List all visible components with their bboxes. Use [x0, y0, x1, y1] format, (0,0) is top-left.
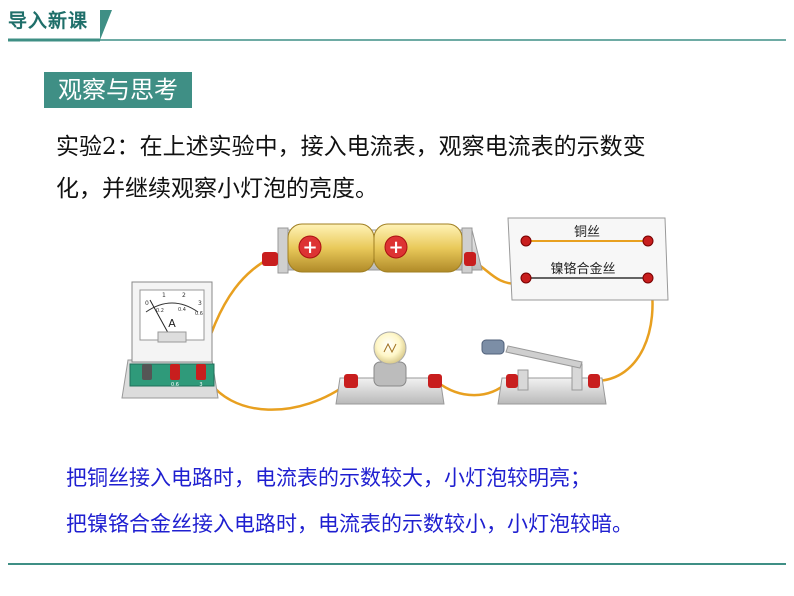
plus-icon: [384, 235, 408, 259]
terminal-icon: [506, 374, 518, 388]
terminal-icon: [428, 374, 442, 388]
ammeter-unit: A: [168, 317, 176, 330]
ammeter: 0 1 2 3 0.2 0.4 0.6 A 0.6 3: [121, 281, 219, 399]
header-bar: [8, 10, 786, 42]
terminal-icon: [142, 364, 152, 380]
ammeter-scale-low-2: 0.4: [178, 307, 186, 313]
experiment-text: 实验2：在上述实验中，接入电流表，观察电流表的示数变 化，并继续观察小灯泡的亮度…: [56, 126, 756, 210]
result-line-2: 把镍铬合金丝接入电路时，电流表的示数较小，小灯泡较暗。: [66, 512, 633, 536]
wire-bulb-switch: [435, 379, 511, 397]
plus-icon: [298, 235, 322, 259]
ammeter-scale-2: 2: [182, 292, 186, 299]
result-line-1: 把铜丝接入电路时，电流表的示数较大，小灯泡较明亮；: [66, 466, 591, 490]
ammeter-terminal-3: 3: [199, 382, 202, 388]
ammeter-scale-low-3: 0.6: [195, 311, 203, 317]
terminal-icon: [344, 374, 358, 388]
svg-text:+: +: [388, 237, 403, 258]
section-tag: 观察与思考: [44, 72, 192, 108]
ammeter-scale-1: 1: [162, 292, 166, 299]
experiment-line-1: 实验2：在上述实验中，接入电流表，观察电流表的示数变: [56, 134, 646, 160]
ammeter-scale-low-1: 0.2: [156, 308, 164, 314]
terminal-icon: [170, 364, 180, 380]
ammeter-scale-3: 3: [198, 300, 202, 307]
terminal-icon: [642, 272, 654, 284]
svg-text:+: +: [302, 237, 317, 258]
experiment-line-2: 化，并继续观察小灯泡的亮度。: [56, 176, 378, 202]
copper-label: 铜丝: [574, 225, 600, 240]
battery-terminal-right: [464, 252, 476, 266]
wire-board: 铜丝 镍铬合金丝: [507, 217, 669, 301]
battery-terminal-left: [262, 252, 278, 266]
ammeter-terminal-06: 0.6: [171, 382, 179, 388]
switch-handle: [481, 339, 505, 355]
terminal-icon: [520, 235, 532, 247]
wire-ammeter-bulb: [203, 374, 351, 411]
nichrome-label: 镍铬合金丝: [550, 261, 615, 277]
terminal-icon: [196, 364, 206, 380]
terminal-icon: [520, 272, 532, 284]
terminal-icon: [642, 235, 654, 247]
page-title: 导入新课: [8, 10, 89, 32]
battery-holder: + +: [262, 223, 483, 274]
ammeter-scale-0: 0: [145, 300, 149, 307]
terminal-icon: [588, 374, 600, 388]
bulb-holder: [335, 331, 445, 405]
bottom-divider: [8, 563, 786, 565]
knife-switch: [481, 339, 607, 405]
